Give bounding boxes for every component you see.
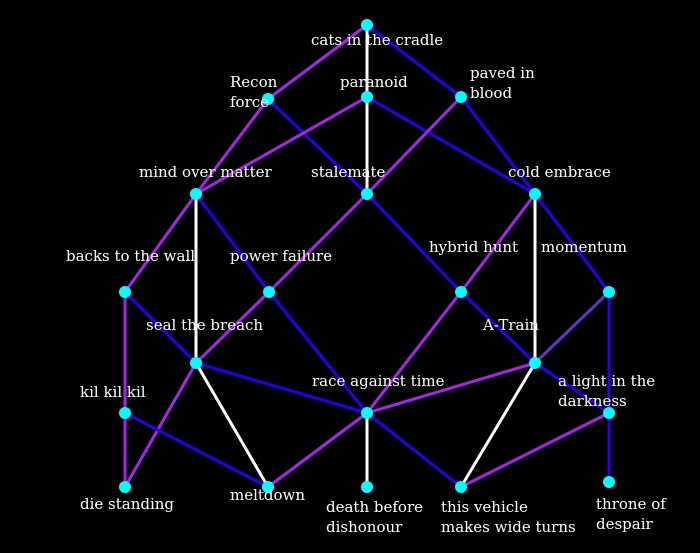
node-label-cold: cold embrace [508, 163, 611, 181]
edge-seal-die [123, 361, 198, 489]
edge-momentum-atrain [533, 290, 611, 365]
edge-hybrid-race [365, 290, 463, 415]
node-label-vehicle: this vehicle makes wide turns [441, 498, 576, 536]
edge-cold-momentum [533, 192, 611, 294]
node-light [603, 407, 615, 419]
node-race [361, 407, 373, 419]
edge-cold-hybrid [459, 192, 537, 294]
node-label-recon: Recon force [230, 73, 278, 111]
edge-atrain-race [365, 361, 537, 415]
node-meltdown [262, 481, 274, 493]
node-label-cats: cats in the cradle [311, 31, 444, 49]
node-stalemate [361, 188, 373, 200]
edge-race-meltdown [266, 411, 369, 489]
node-paranoid [361, 91, 373, 103]
node-cats [361, 19, 373, 31]
edge-mind-backs [123, 192, 198, 294]
node-hybrid [455, 286, 467, 298]
edge-backs-seal [123, 290, 198, 365]
edge-recon-stalemate [266, 97, 369, 196]
node-vehicle [455, 481, 467, 493]
node-cold [529, 188, 541, 200]
node-die [119, 481, 131, 493]
node-label-mind: mind over matter [139, 163, 272, 181]
node-paved [455, 91, 467, 103]
node-label-momentum: momentum [541, 238, 627, 256]
node-label-meltdown: meltdown [230, 486, 306, 504]
node-label-die: die standing [80, 495, 175, 513]
edge-paved-stalemate [365, 95, 463, 196]
node-label-death: death before dishonour [326, 498, 423, 536]
edge-seal-race [194, 361, 369, 415]
node-seal [190, 357, 202, 369]
edge-power-race [267, 290, 369, 415]
edge-layer [123, 23, 611, 489]
edge-stalemate-power [267, 192, 369, 294]
node-death [361, 481, 373, 493]
node-layer [119, 19, 615, 493]
edge-stalemate-hybrid [365, 192, 463, 294]
edge-paranoid-mind [194, 95, 369, 196]
edge-light-vehicle [459, 411, 611, 489]
edge-seal-meltdown [194, 361, 270, 489]
node-label-atrain: A-Train [483, 316, 539, 334]
edge-atrain-light [533, 361, 611, 415]
node-label-stalemate: stalemate [311, 163, 386, 181]
node-label-seal: seal the breach [146, 316, 264, 334]
node-label-backs: backs to the wall [66, 247, 196, 265]
node-mind [190, 188, 202, 200]
edge-kil-meltdown [123, 411, 270, 489]
node-label-race: race against time [312, 372, 445, 390]
node-momentum [603, 286, 615, 298]
node-label-paved: paved in blood [470, 64, 535, 102]
edge-cats-paved [365, 23, 463, 99]
node-power [263, 286, 275, 298]
edge-mind-power [194, 192, 271, 294]
node-label-hybrid: hybrid hunt [429, 238, 519, 256]
node-label-power: power failure [230, 247, 333, 265]
node-label-light: a light in the darkness [558, 372, 656, 410]
edge-race-vehicle [365, 411, 463, 489]
node-label-kil: kil kil kil [80, 383, 146, 401]
node-backs [119, 286, 131, 298]
node-kil [119, 407, 131, 419]
node-label-throne: throne of despair [596, 495, 666, 533]
edge-paranoid-cold [365, 95, 537, 196]
edge-atrain-vehicle [459, 361, 537, 489]
node-throne [603, 476, 615, 488]
node-atrain [529, 357, 541, 369]
edge-power-seal [194, 290, 271, 365]
node-label-paranoid: paranoid [340, 73, 408, 91]
edge-paved-cold [459, 95, 537, 196]
edge-recon-mind [194, 97, 270, 196]
node-recon [262, 93, 274, 105]
edge-cats-recon [266, 23, 369, 101]
edge-hybrid-atrain [459, 290, 537, 365]
